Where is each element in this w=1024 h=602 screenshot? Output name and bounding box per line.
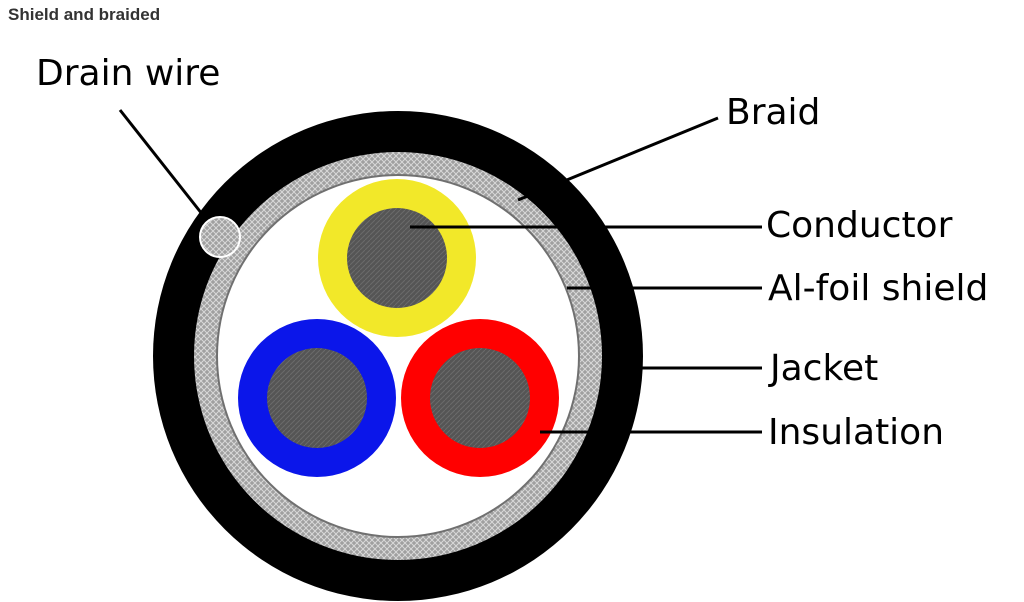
braid-leader	[517, 116, 719, 202]
conductor-yellow	[347, 208, 447, 308]
braid-label: Braid	[726, 92, 820, 133]
drain-wire-leader	[118, 109, 208, 220]
diagram-title: Shield and braided	[8, 5, 161, 24]
drain-wire-label: Drain wire	[36, 53, 220, 94]
jacket-label: Jacket	[768, 348, 878, 389]
foil-shield-label: Al-foil shield	[768, 268, 988, 309]
insulation-label: Insulation	[768, 412, 944, 453]
conductor-label: Conductor	[766, 205, 953, 246]
conductor-red	[430, 348, 530, 448]
drain-wire	[199, 216, 241, 258]
conductor-blue	[267, 348, 367, 448]
